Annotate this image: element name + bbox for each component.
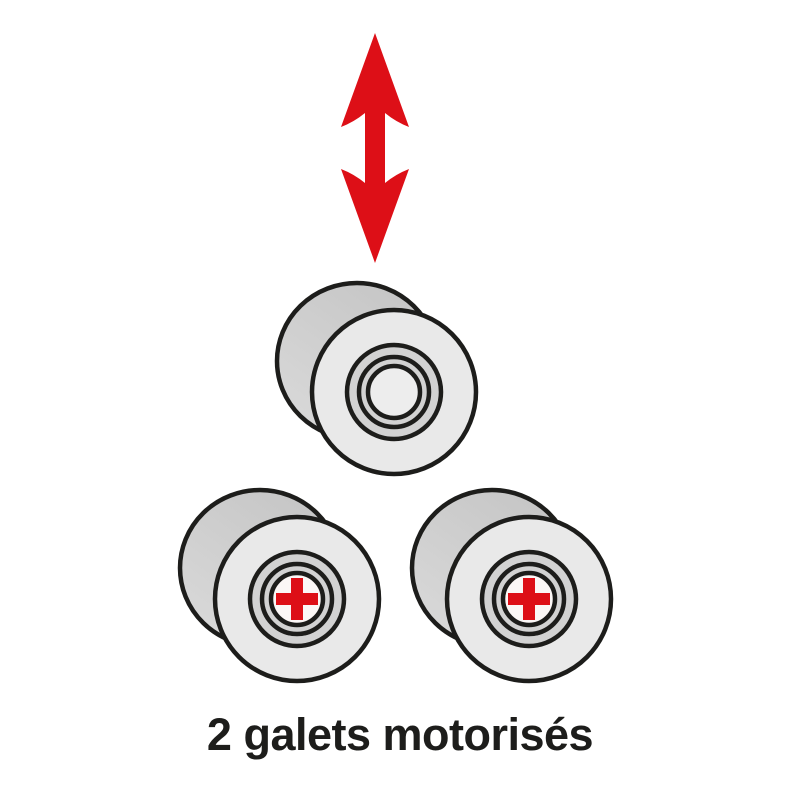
roller-bottom-right bbox=[409, 487, 614, 684]
roller-bottom-right-middle-ring bbox=[491, 561, 567, 637]
roller-top bbox=[274, 280, 479, 477]
caption-text: 2 galets motorisés bbox=[206, 709, 594, 760]
roller-bottom-left bbox=[177, 487, 382, 684]
roller-bottom-left-middle-ring bbox=[259, 561, 335, 637]
roller-top-middle-ring bbox=[356, 354, 432, 430]
red-cross-icon bbox=[508, 578, 550, 620]
roller-top-bore bbox=[365, 363, 423, 421]
double-vertical-arrow-icon bbox=[341, 33, 409, 263]
red-cross-icon bbox=[276, 578, 318, 620]
